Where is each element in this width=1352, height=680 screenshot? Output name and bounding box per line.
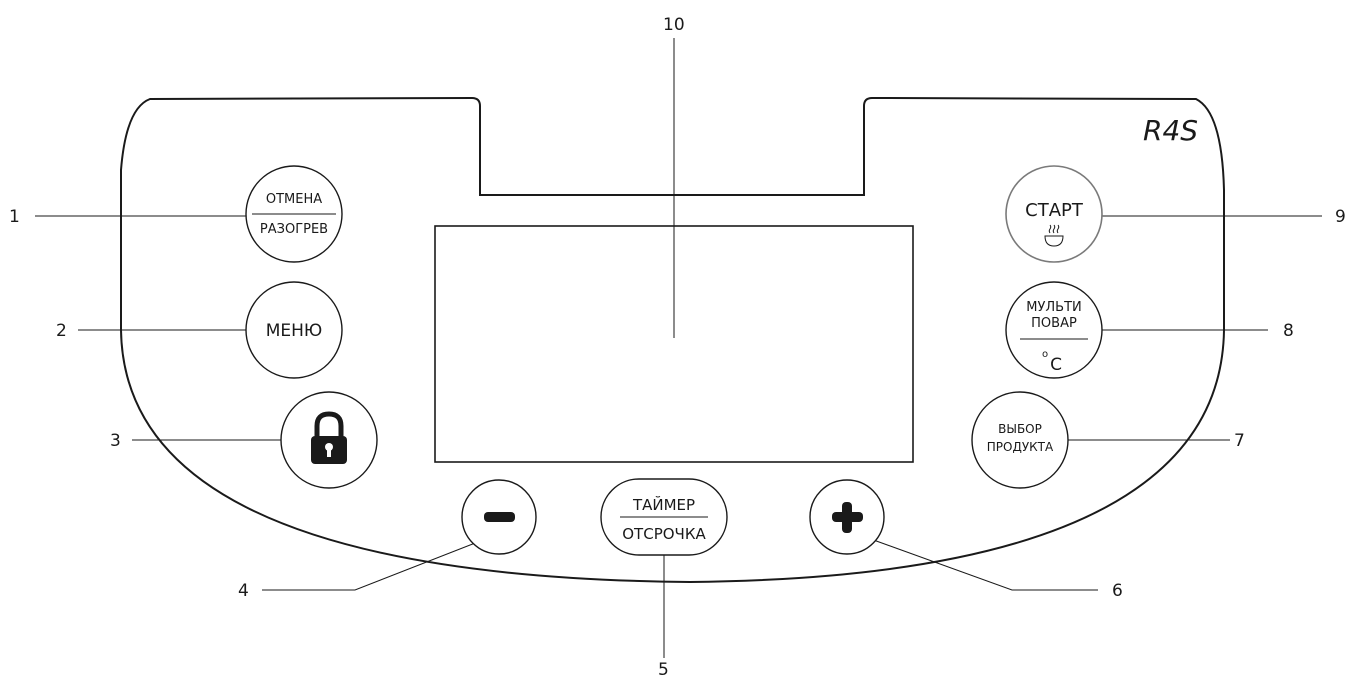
- celsius-label: C: [1050, 355, 1062, 375]
- start-label: СТАРТ: [1025, 200, 1084, 221]
- callout-1: 1: [9, 207, 20, 227]
- multicook-label-line2: ПОВАР: [1031, 316, 1077, 331]
- timer-delay-button[interactable]: ТАЙМЕР ОТСРОЧКА: [600, 478, 728, 556]
- reheat-label: РАЗОГРЕВ: [260, 222, 328, 237]
- delay-label: ОТСРОЧКА: [622, 525, 706, 543]
- panel-outline: [120, 96, 1225, 584]
- callout-8: 8: [1283, 321, 1294, 341]
- brand-logo: R4S: [1143, 114, 1198, 147]
- multicook-label-line1: МУЛЬТИ: [1026, 300, 1082, 315]
- cancel-reheat-button[interactable]: ОТМЕНА РАЗОГРЕВ: [245, 165, 343, 263]
- product-label-line2: ПРОДУКТА: [987, 440, 1054, 454]
- degree-sign: o: [1042, 349, 1048, 360]
- multicook-button[interactable]: МУЛЬТИ ПОВАР o C: [1005, 281, 1103, 379]
- timer-label: ТАЙМЕР: [632, 495, 695, 514]
- plus-icon: [832, 502, 863, 533]
- plus-button[interactable]: [809, 479, 885, 555]
- lock-button[interactable]: [280, 391, 378, 489]
- callout-numbers: 1 2 3 4 5 6 7 8 9 10: [9, 15, 1346, 680]
- callout-4: 4: [238, 581, 249, 601]
- product-label-line1: ВЫБОР: [998, 422, 1042, 436]
- callout-3: 3: [110, 431, 121, 451]
- start-button[interactable]: СТАРТ: [1005, 165, 1103, 263]
- callout-9: 9: [1335, 207, 1346, 227]
- callout-5: 5: [658, 660, 669, 680]
- minus-button[interactable]: [461, 479, 537, 555]
- lock-icon: [311, 411, 347, 464]
- menu-label: МЕНЮ: [266, 321, 323, 341]
- product-select-button[interactable]: ВЫБОР ПРОДУКТА: [971, 391, 1069, 489]
- keep-warm-icon: [1044, 224, 1064, 247]
- leader-lines: [35, 38, 1322, 658]
- menu-button[interactable]: МЕНЮ: [245, 281, 343, 379]
- minus-icon: [484, 512, 515, 522]
- callout-7: 7: [1234, 431, 1245, 451]
- callout-6: 6: [1112, 581, 1123, 601]
- callout-10: 10: [663, 15, 685, 35]
- callout-2: 2: [56, 321, 67, 341]
- cancel-label: ОТМЕНА: [266, 192, 322, 207]
